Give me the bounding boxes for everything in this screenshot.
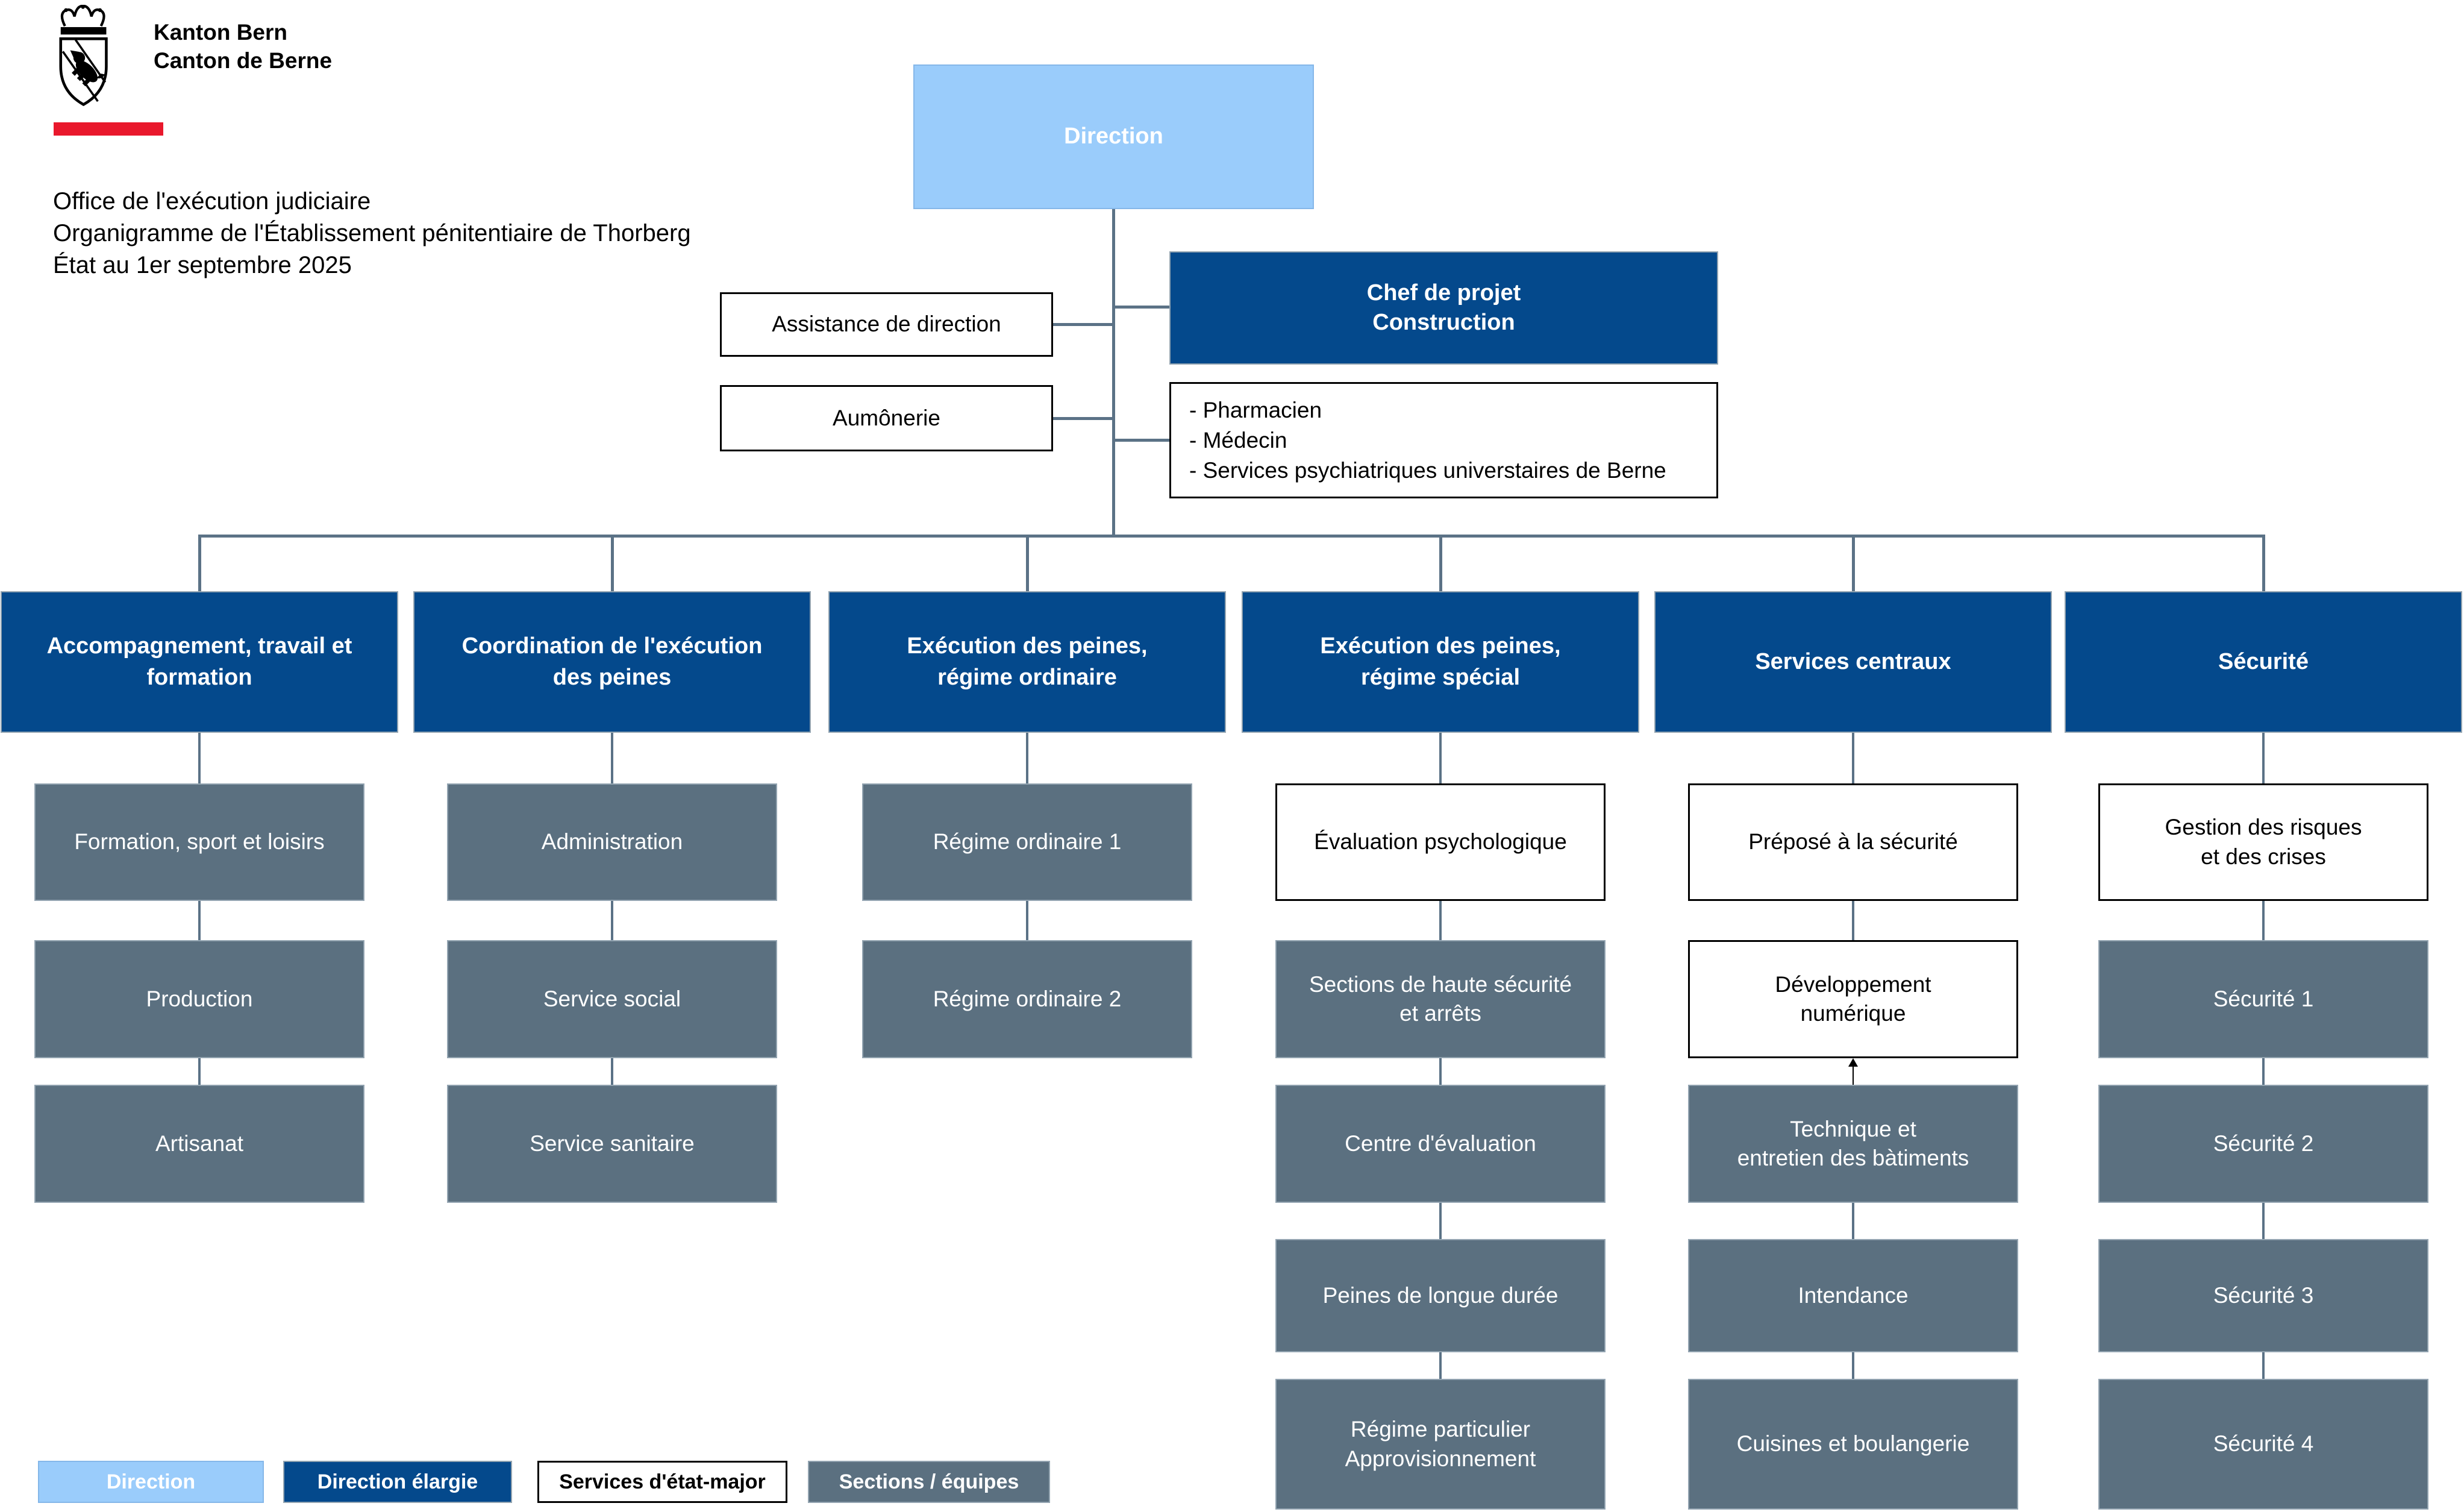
- column-header-execution-ordinaire: Exécution des peines, régime ordinaire: [828, 591, 1226, 733]
- connector-chef-stub: [1113, 306, 1169, 309]
- connector-header-drop: [1852, 535, 1855, 591]
- connector-arrow-line: [1853, 1066, 1854, 1085]
- org-box-accompagnement-2: Artisanat: [34, 1085, 364, 1203]
- aumonerie-box: Aumônerie: [720, 385, 1053, 451]
- column-header-services-centraux: Services centraux: [1654, 591, 2052, 733]
- staff-list-item: - Services psychiatriques universtaires …: [1189, 457, 1666, 483]
- brand-red-bar: [54, 122, 163, 136]
- org-box-execution-special-4: Régime particulier Approvisionnement: [1275, 1379, 1606, 1510]
- connector-header-drop: [611, 535, 614, 591]
- connector-header-drop: [2262, 535, 2265, 591]
- org-box-services-centraux-2: Technique et entretien des bàtiments: [1688, 1085, 2018, 1203]
- connector-child: [1439, 733, 1442, 783]
- column-header-accompagnement: Accompagnement, travail et formation: [1, 591, 398, 733]
- org-box-accompagnement-0: Formation, sport et loisirs: [34, 783, 364, 901]
- brand-line-1: Kanton Bern: [154, 20, 287, 45]
- org-box-execution-special-2: Centre d'évaluation: [1275, 1085, 1606, 1203]
- connector-child: [2262, 1203, 2265, 1239]
- connector-assistance-stub: [1053, 323, 1113, 326]
- connector-child: [2262, 733, 2265, 783]
- org-box-securite-0: Gestion des risques et des crises: [2098, 783, 2428, 901]
- connector-header-drop: [1026, 535, 1029, 591]
- brand-line-2: Canton de Berne: [154, 48, 333, 74]
- connector-child: [2262, 1352, 2265, 1379]
- connector-child: [1852, 733, 1854, 783]
- org-box-execution-special-1: Sections de haute sécurité et arrêts: [1275, 940, 1606, 1058]
- legend-sections-equipes: Sections / équipes: [808, 1461, 1050, 1503]
- staff-list-item: - Pharmacien: [1189, 397, 1322, 422]
- brand-text: Kanton Bern Canton de Berne: [154, 18, 332, 75]
- org-box-coordination-2: Service sanitaire: [447, 1085, 777, 1203]
- connector-child: [2262, 1058, 2265, 1085]
- connector-child: [1439, 1352, 1442, 1379]
- connector-child: [611, 733, 613, 783]
- org-box-services-centraux-1: Développement numérique: [1688, 940, 2018, 1058]
- direction-box: Direction: [913, 64, 1314, 209]
- staff-list-item: - Médecin: [1189, 427, 1287, 453]
- assistance-direction-box: Assistance de direction: [720, 292, 1053, 357]
- legend-services-etat-major: Services d'état-major: [537, 1461, 787, 1503]
- arrow-up-icon: [1848, 1058, 1858, 1067]
- document-title: Office de l'exécution judiciaire Organig…: [53, 186, 691, 281]
- legend-direction: Direction: [38, 1461, 264, 1503]
- title-line-date: État au 1er septembre 2025: [53, 252, 352, 278]
- org-box-coordination-1: Service social: [447, 940, 777, 1058]
- connector-staff-list-stub: [1113, 439, 1169, 442]
- connector-header-drop: [198, 535, 201, 591]
- connector-child: [1852, 1352, 1854, 1379]
- org-box-services-centraux-3: Intendance: [1688, 1239, 2018, 1352]
- connector-child: [198, 1058, 201, 1085]
- connector-child: [1852, 901, 1854, 940]
- connector-child: [1439, 901, 1442, 940]
- title-line-organigramme: Organigramme de l'Établissement pénitent…: [53, 220, 691, 246]
- legend-direction-elargie: Direction élargie: [283, 1461, 512, 1503]
- connector-child: [611, 901, 613, 940]
- column-header-execution-special: Exécution des peines, régime spécial: [1242, 591, 1639, 733]
- org-box-securite-3: Sécurité 3: [2098, 1239, 2428, 1352]
- org-box-services-centraux-4: Cuisines et boulangerie: [1688, 1379, 2018, 1510]
- chef-de-projet-box: Chef de projet Construction: [1169, 251, 1718, 365]
- org-box-execution-ordinaire-1: Régime ordinaire 2: [862, 940, 1192, 1058]
- org-box-execution-ordinaire-0: Régime ordinaire 1: [862, 783, 1192, 901]
- org-box-securite-2: Sécurité 2: [2098, 1085, 2428, 1203]
- connector-child: [1439, 1203, 1442, 1239]
- org-box-execution-special-0: Évaluation psychologique: [1275, 783, 1606, 901]
- connector-child: [2262, 901, 2265, 940]
- org-box-services-centraux-0: Préposé à la sécurité: [1688, 783, 2018, 901]
- connector-header-drop: [1439, 535, 1442, 591]
- title-line-office: Office de l'exécution judiciaire: [53, 188, 371, 215]
- connector-child: [1026, 733, 1028, 783]
- org-box-coordination-0: Administration: [447, 783, 777, 901]
- connector-child: [1852, 1203, 1854, 1239]
- org-box-securite-4: Sécurité 4: [2098, 1379, 2428, 1510]
- column-header-securite: Sécurité: [2065, 591, 2462, 733]
- connector-main-horizontal: [199, 535, 2265, 538]
- column-header-coordination: Coordination de l'exécution des peines: [413, 591, 811, 733]
- org-box-securite-1: Sécurité 1: [2098, 940, 2428, 1058]
- connector-child: [198, 733, 201, 783]
- org-box-execution-special-3: Peines de longue durée: [1275, 1239, 1606, 1352]
- connector-child: [198, 901, 201, 940]
- medical-staff-list-box: - Pharmacien - Médecin - Services psychi…: [1169, 382, 1718, 498]
- connector-child: [611, 1058, 613, 1085]
- org-box-accompagnement-1: Production: [34, 940, 364, 1058]
- connector-aumonerie-stub: [1053, 417, 1113, 420]
- connector-child: [1026, 901, 1028, 940]
- connector-child: [1439, 1058, 1442, 1085]
- connector-direction-vertical: [1112, 209, 1115, 535]
- bern-coat-of-arms-icon: [59, 5, 108, 107]
